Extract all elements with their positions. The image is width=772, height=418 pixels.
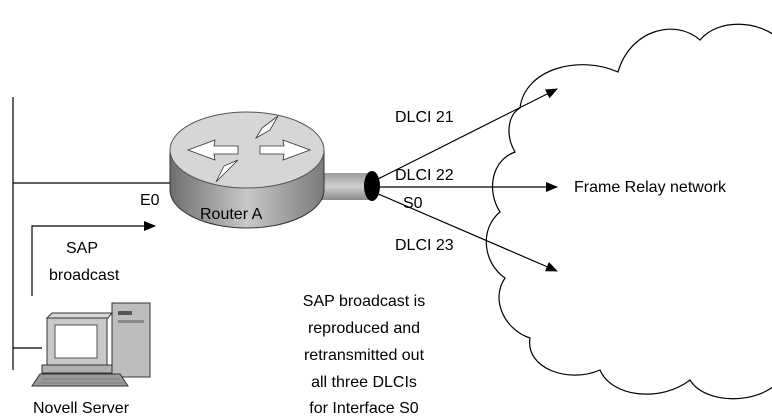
cloud-icon	[485, 23, 772, 400]
note-line-5: for Interface S0	[309, 400, 418, 417]
label-s0: S0	[403, 195, 423, 212]
label-sap-line1: SAP	[66, 240, 98, 257]
frame-relay-cloud	[485, 23, 772, 400]
s0-interface	[364, 171, 380, 201]
label-e0: E0	[140, 192, 160, 209]
label-sap-line2: broadcast	[49, 267, 120, 284]
server-icon	[31, 302, 151, 387]
note-line-4: all three DLCIs	[311, 374, 417, 391]
label-dlci-23: DLCI 23	[395, 237, 454, 254]
router-arrows-icon	[186, 115, 312, 183]
note-block: SAP broadcast is reproduced and retransm…	[303, 293, 425, 417]
note-line-2: reproduced and	[308, 320, 420, 337]
label-dlci-21: DLCI 21	[395, 109, 454, 126]
serial-connector	[320, 173, 372, 200]
dlci-21-arrow	[375, 88, 558, 181]
label-router-a: Router A	[200, 206, 263, 223]
label-frame-relay: Frame Relay network	[574, 179, 727, 196]
label-dlci-22: DLCI 22	[395, 167, 454, 184]
sap-broadcast-arrow	[31, 221, 156, 296]
note-line-3: retransmitted out	[304, 347, 425, 364]
label-novell-server: Novell Server	[33, 400, 130, 417]
dlci-23-arrow	[375, 192, 558, 272]
novell-server	[31, 302, 151, 387]
note-line-1: SAP broadcast is	[303, 293, 425, 310]
router-a	[169, 111, 325, 229]
